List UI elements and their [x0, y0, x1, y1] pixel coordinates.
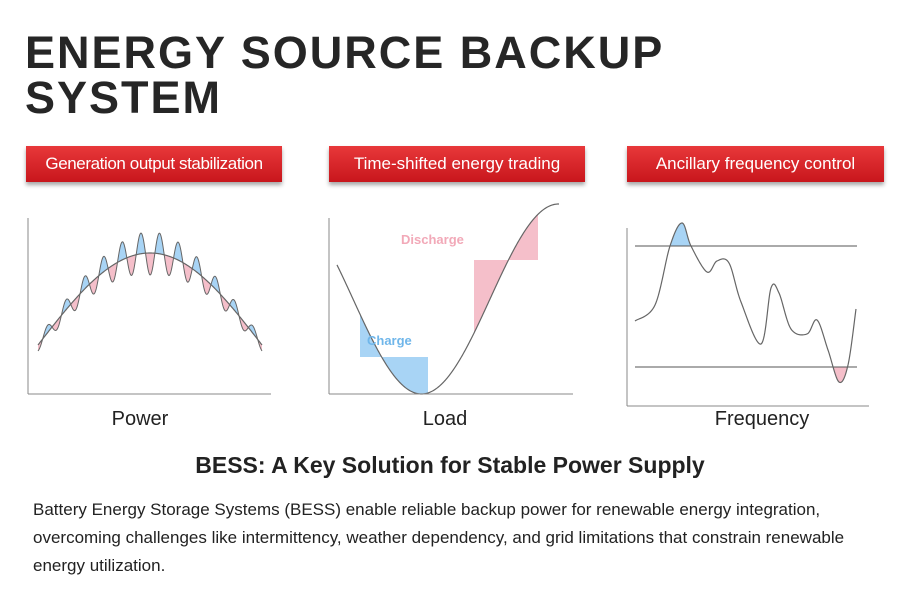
power-surplus-area: [80, 275, 90, 294]
load-curve: [336, 203, 560, 395]
badge-time-shifted-energy-trading: Time-shifted energy trading: [329, 146, 585, 182]
power-deficit-area: [201, 276, 212, 295]
frequency-caption: Frequency: [714, 408, 810, 430]
charge-area: [360, 314, 428, 394]
discharge-area: [474, 214, 538, 334]
power-surplus-area: [230, 299, 240, 316]
power-caption: Power: [111, 408, 169, 430]
frequency-curve: [634, 222, 857, 384]
load-diagram: Discharge Charge: [328, 203, 573, 395]
power-deficit-area: [220, 294, 231, 312]
badge-ancillary-frequency-control: Ancillary frequency control: [627, 146, 884, 182]
power-diagram: [27, 218, 271, 395]
power-surplus-area: [173, 242, 184, 263]
power-output-wave: [37, 232, 263, 352]
discharge-label: Discharge: [401, 232, 464, 247]
power-deficit-area: [89, 275, 100, 295]
load-caption: Load: [422, 408, 468, 430]
page-title: ENERGY SOURCE BACKUP SYSTEM: [25, 27, 664, 123]
charge-label: Charge: [367, 333, 412, 348]
power-surplus-area: [192, 256, 202, 277]
frequency-diagram: [626, 222, 869, 407]
badge-generation-output-stabilization: Generation output stabilization: [26, 146, 282, 182]
power-baseline-curve: [37, 252, 263, 346]
power-surplus-area: [61, 298, 71, 316]
power-deficit-area: [52, 315, 62, 331]
subtitle: BESS: A Key Solution for Stable Power Su…: [195, 452, 705, 478]
power-surplus-area: [211, 276, 221, 295]
power-deficit-area: [70, 293, 81, 311]
description: Battery Energy Storage Systems (BESS) en…: [33, 500, 845, 575]
